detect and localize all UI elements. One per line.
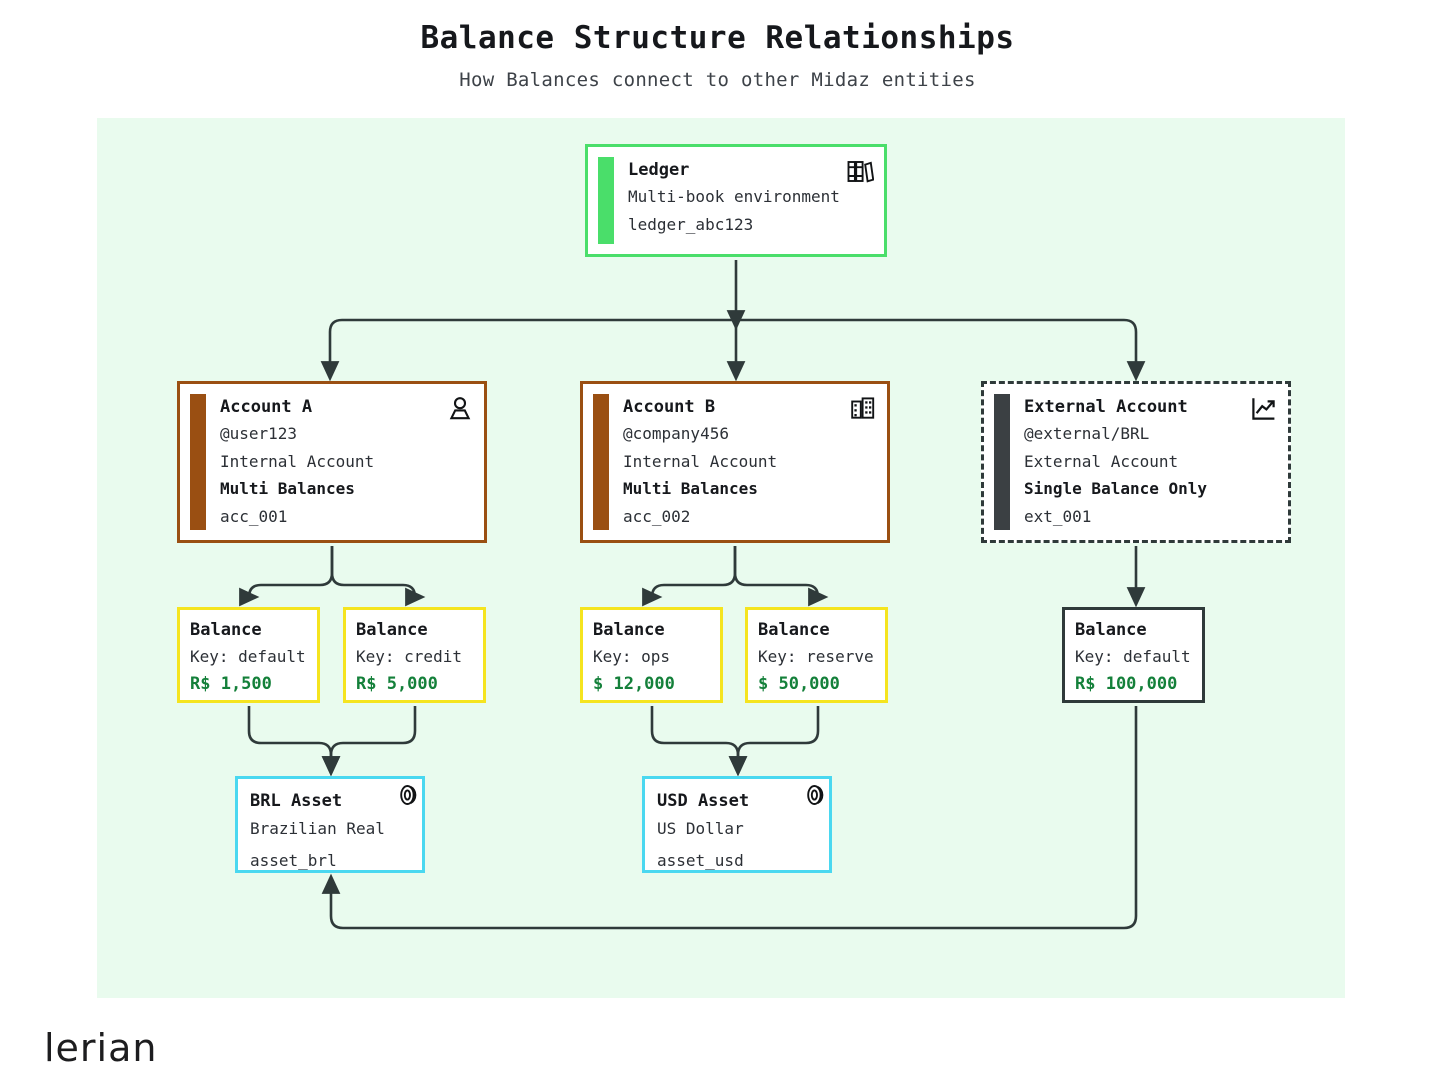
lerian-logo: lerian: [44, 1026, 158, 1070]
account-b-handle: @company456: [623, 424, 729, 444]
balance-key: Key: default: [190, 646, 306, 666]
brl-asset-description: Brazilian Real: [250, 819, 385, 839]
external-account-title: External Account: [1024, 397, 1188, 417]
connector-layer: [239, 260, 1146, 930]
external-account-type: External Account: [1024, 451, 1179, 471]
account-b-balance-mode: Multi Balances: [623, 479, 758, 499]
external-account-handle: @external/BRL: [1024, 424, 1150, 444]
books-icon: [847, 161, 874, 183]
balance-node[interactable]: Balance Key: ops $ 12,000: [580, 607, 723, 703]
account-b-accent-bar: [593, 394, 609, 530]
usd-asset-id: asset_usd: [657, 850, 744, 870]
account-b-title: Account B: [623, 397, 716, 417]
ledger-node[interactable]: Ledger Multi-book environment ledger_abc…: [585, 144, 887, 257]
balance-key: Key: default: [1075, 646, 1191, 666]
account-b-node[interactable]: Account B @company456 Internal Account M…: [580, 381, 890, 543]
balance-title: Balance: [190, 620, 262, 640]
account-a-id: acc_001: [220, 506, 288, 526]
brl-asset-title: BRL Asset: [250, 791, 343, 811]
balance-node[interactable]: Balance Key: credit R$ 5,000: [343, 607, 486, 703]
balance-amount: R$ 1,500: [190, 674, 272, 695]
usd-asset-node[interactable]: USD Asset US Dollar asset_usd: [642, 776, 832, 873]
usd-asset-title: USD Asset: [657, 791, 750, 811]
balance-key: Key: credit: [356, 646, 462, 666]
balance-key: Key: reserve: [758, 646, 874, 666]
balance-node[interactable]: Balance Key: reserve $ 50,000: [745, 607, 888, 703]
account-a-handle: @user123: [220, 424, 298, 444]
balance-amount: R$ 5,000: [356, 674, 438, 695]
balance-title: Balance: [593, 620, 665, 640]
page-header: Balance Structure Relationships How Bala…: [0, 0, 1435, 92]
balance-title: Balance: [758, 620, 830, 640]
account-a-accent-bar: [190, 394, 206, 530]
balance-amount: R$ 100,000: [1075, 674, 1178, 695]
account-a-node[interactable]: Account A @user123 Internal Account Mult…: [177, 381, 487, 543]
coin-icon: [400, 785, 417, 805]
brl-asset-node[interactable]: BRL Asset Brazilian Real asset_brl: [235, 776, 425, 873]
ledger-title: Ledger: [628, 160, 690, 180]
building-icon: [851, 397, 875, 419]
external-account-accent-bar: [994, 394, 1010, 530]
ledger-description: Multi-book environment: [628, 187, 840, 207]
coin-icon: [807, 785, 824, 805]
external-account-id: ext_001: [1024, 506, 1092, 526]
account-b-type: Internal Account: [623, 451, 778, 471]
usd-asset-description: US Dollar: [657, 819, 744, 839]
brl-asset-id: asset_brl: [250, 850, 337, 870]
balance-key: Key: ops: [593, 646, 671, 666]
account-a-type: Internal Account: [220, 451, 375, 471]
balance-amount: $ 12,000: [593, 674, 675, 695]
account-b-id: acc_002: [623, 506, 691, 526]
page-subtitle: How Balances connect to other Midaz enti…: [459, 69, 976, 92]
page-title: Balance Structure Relationships: [420, 20, 1015, 56]
trending-up-icon: [1252, 398, 1275, 420]
balance-amount: $ 50,000: [758, 674, 840, 695]
balance-title: Balance: [356, 620, 428, 640]
external-account-balance-mode: Single Balance Only: [1024, 479, 1208, 499]
ledger-id: ledger_abc123: [628, 214, 754, 234]
balance-node[interactable]: Balance Key: default R$ 100,000: [1062, 607, 1205, 703]
diagram-panel: Ledger Multi-book environment ledger_abc…: [97, 118, 1345, 998]
ledger-accent-bar: [598, 157, 614, 244]
person-icon: [449, 397, 471, 420]
balance-node[interactable]: Balance Key: default R$ 1,500: [177, 607, 320, 703]
account-a-balance-mode: Multi Balances: [220, 479, 355, 499]
balance-title: Balance: [1075, 620, 1147, 640]
account-a-title: Account A: [220, 397, 313, 417]
external-account-node[interactable]: External Account @external/BRL External …: [981, 381, 1291, 543]
